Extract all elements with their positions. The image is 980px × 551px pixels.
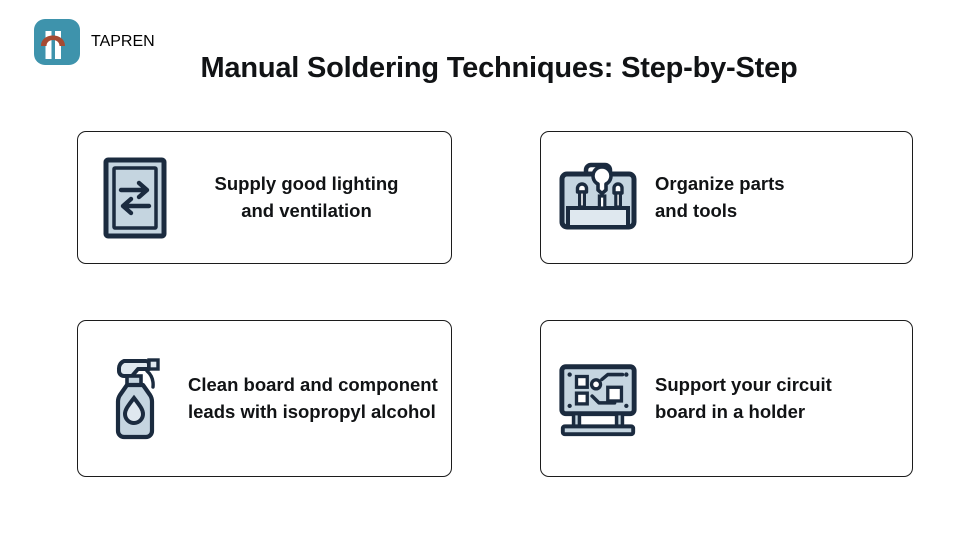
toolbox-icon [555, 152, 641, 244]
step-card-label: Organize parts and tools [655, 173, 785, 221]
step-card-organize-tools[interactable]: Organize parts and tools [540, 131, 913, 264]
steps-grid: Supply good lighting and ventilation Org… [77, 131, 913, 477]
step-card-label: Support your circuit board in a holder [655, 374, 832, 422]
step-card-label: Supply good lighting and ventilation [214, 173, 399, 221]
brand-logo: TAPREN [33, 18, 155, 66]
circuit-board-holder-icon [555, 353, 641, 445]
tapren-arch-logo-icon [34, 19, 80, 65]
step-card-label: Clean board and component leads with iso… [188, 374, 438, 422]
step-card-ventilation[interactable]: Supply good lighting and ventilation [77, 131, 452, 264]
page-title: Manual Soldering Techniques: Step-by-Ste… [200, 52, 798, 84]
spray-bottle-icon [92, 353, 178, 445]
window-ventilation-arrows-icon [92, 152, 178, 244]
brand-name: TAPREN [91, 33, 155, 50]
step-card-board-holder[interactable]: Support your circuit board in a holder [540, 320, 913, 477]
step-card-clean-board[interactable]: Clean board and component leads with iso… [77, 320, 452, 477]
